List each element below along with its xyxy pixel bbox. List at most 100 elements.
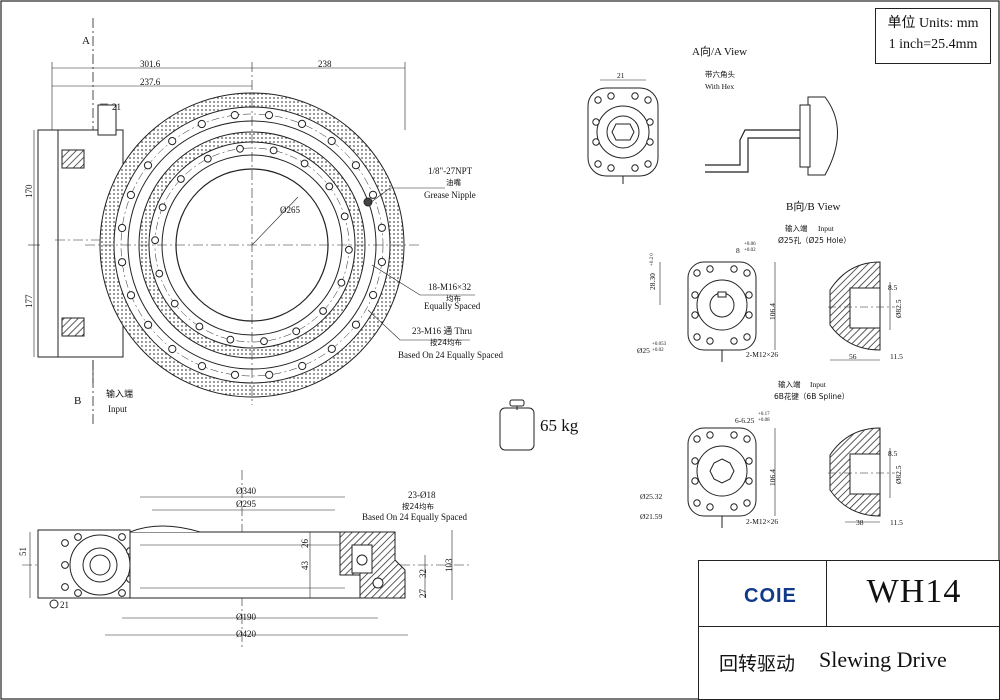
outer-bolt-hole: [265, 370, 274, 379]
flange-hole: [74, 589, 82, 597]
outer-bolt-hole: [368, 190, 378, 199]
dim-340: Ø340: [236, 486, 256, 496]
dim-265: Ø265: [280, 205, 300, 215]
a-view-hole: [631, 92, 639, 100]
section-b-label: B: [74, 395, 82, 407]
outer-bolt-hole: [168, 137, 177, 146]
b-m12-2: 2-M12×26: [746, 517, 779, 526]
inner-bolt-hole: [269, 146, 278, 155]
a-view-hole: [646, 118, 654, 126]
m16-top-cn: 均布: [446, 294, 461, 303]
weight-icon: [499, 399, 535, 451]
b-key-tol: +0.06 +0.02: [744, 242, 756, 253]
inner-bolt-hole: [226, 335, 235, 344]
outer-bolt-hole: [230, 111, 239, 120]
b-key: 8: [736, 246, 740, 255]
a-view-hole: [646, 138, 654, 146]
outer-bolt-hole: [351, 320, 361, 329]
dim-26: 26: [300, 539, 310, 548]
a-view-title: A向/A View: [692, 46, 748, 58]
b-view-hole: [743, 269, 751, 277]
b-dim-28: 28.30: [648, 273, 657, 290]
b-view-hole: [706, 503, 714, 511]
a-view-hole: [592, 118, 600, 126]
outer-bolt-hole: [369, 290, 378, 300]
b-view-hole: [706, 431, 714, 439]
inner-bolt-holes: [151, 144, 353, 346]
dim-51: 51: [18, 547, 28, 556]
b-dim-25: Ø25: [637, 346, 650, 355]
b-view-hole: [730, 337, 738, 345]
dim-420: Ø420: [236, 629, 256, 639]
outer-bolt-hole: [351, 161, 360, 170]
b-input2-cn: 输入端: [778, 380, 801, 389]
b-dim-25-tol: +0.053 +0.02: [652, 342, 667, 353]
a-view-hole: [594, 96, 602, 104]
dim-23-cn: 按24均布: [402, 502, 435, 511]
input-en: Input: [108, 404, 127, 414]
outer-bolt-hole: [118, 223, 127, 233]
a-view-hole: [644, 160, 652, 168]
a-view-hole: [607, 92, 615, 100]
model-number: WH14: [866, 573, 962, 610]
inner-bolt-hole: [345, 245, 353, 254]
dim-170: 170: [24, 184, 34, 199]
inner-bolt-hole: [260, 337, 268, 346]
flange-hole: [118, 589, 126, 597]
a-view-hole: [594, 160, 602, 168]
b-view-hole: [745, 311, 753, 319]
b-view-hole: [743, 499, 751, 507]
outer-bolt-hole: [126, 291, 136, 300]
dim-103: 103: [444, 558, 454, 573]
b-view-2: [687, 427, 895, 528]
b-dim-825: Ø82.5: [894, 299, 903, 318]
inner-bolt-hole: [195, 322, 204, 331]
inner-bolt-hole: [203, 154, 212, 163]
b-view-hole: [730, 431, 738, 439]
b-input2-en: Input: [810, 380, 826, 389]
outer-bolt-hole: [197, 119, 206, 129]
dim-23-en: Based On 24 Equally Spaced: [362, 512, 467, 522]
b-view-hole: [730, 503, 738, 511]
a-view-hole: [607, 164, 615, 172]
outer-bolt-hole: [377, 257, 386, 267]
b-dim-85-2: 8.5: [888, 449, 898, 458]
outer-bolt-hole: [197, 362, 207, 371]
b-view-hole: [691, 477, 699, 485]
dim-177: 177: [24, 294, 34, 309]
b-dim-85: 8.5: [888, 283, 898, 292]
dim-301: 301.6: [140, 59, 161, 69]
dim-32: 32: [418, 569, 428, 578]
m16-bot-cn: 按24均布: [430, 338, 463, 347]
b-hole: Ø25孔（Ø25 Hole）: [778, 236, 851, 245]
brand-name: COIE: [744, 585, 797, 607]
b-spline: 6B花键（6B Spline）: [774, 392, 850, 401]
b-dim-106-2: 106.4: [768, 469, 777, 486]
inner-bolt-hole: [155, 269, 164, 278]
inner-bolt-hole: [319, 307, 328, 315]
b-view-hole: [730, 265, 738, 273]
outer-bolt-hole: [264, 111, 274, 120]
b-view-hole: [691, 457, 699, 465]
flange-hole: [61, 561, 69, 569]
b-dim-115: 11.5: [890, 352, 903, 361]
b-dim-38: 38: [856, 518, 864, 527]
m16-top-en: Equally Spaced: [424, 301, 481, 311]
b-spline-dim: 6-6.25: [735, 416, 755, 425]
outer-bolt-hole: [143, 161, 153, 170]
dim-21-top: 21: [112, 102, 121, 112]
npt-note: 1/8"-27NPT: [428, 166, 473, 176]
m16-bot-note: 23-M16 通 Thru: [412, 326, 472, 336]
inner-bolt-hole: [340, 212, 349, 221]
a-view: [587, 79, 838, 184]
inner-bolt-hole: [158, 203, 167, 212]
title-block-vdivider: [826, 561, 827, 626]
inch-conversion: 1 inch=25.4mm: [888, 37, 978, 52]
b-dim-28-tol: +0.2 0: [650, 253, 655, 266]
dim-43: 43: [300, 561, 310, 570]
a-view-hole: [631, 164, 639, 172]
b-spline-tol: +0.17 +0.08: [758, 412, 770, 423]
title-block-divider: [699, 626, 999, 627]
front-view: [28, 18, 475, 425]
